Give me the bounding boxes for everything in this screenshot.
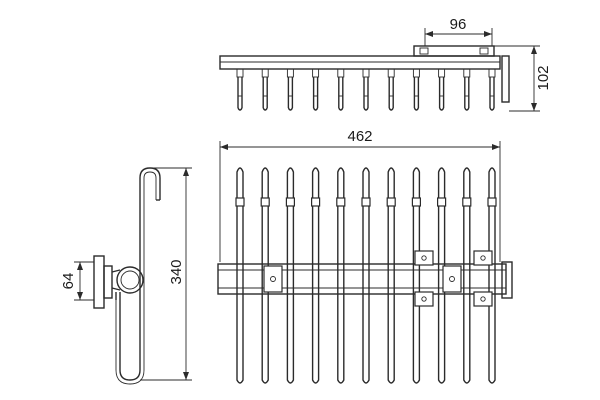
- top-slide-block: [413, 45, 495, 57]
- top-pin: [488, 68, 496, 111]
- top-pin: [261, 68, 269, 111]
- front-rod: [487, 167, 497, 384]
- front-rail: [217, 263, 507, 295]
- top-pin: [362, 68, 370, 111]
- top-view: 96 102: [219, 16, 552, 112]
- top-bracket: [501, 55, 510, 103]
- front-rod: [235, 167, 245, 384]
- top-pin: [463, 68, 471, 111]
- dim-340-label: 340: [168, 259, 185, 284]
- front-rod: [285, 167, 295, 384]
- top-pins: [236, 68, 496, 111]
- front-rod: [336, 167, 346, 384]
- dim-96: 96: [424, 16, 493, 46]
- side-hook-rod: [119, 167, 161, 381]
- dim-64: 64: [60, 261, 94, 301]
- top-rail: [219, 55, 501, 70]
- slide-bracket-2: [473, 250, 493, 307]
- top-pin: [286, 68, 294, 111]
- side-view: 64 340: [60, 167, 192, 385]
- dim-340: 340: [140, 167, 192, 381]
- front-rod: [462, 167, 472, 384]
- top-pin: [412, 68, 420, 111]
- front-rod: [411, 167, 421, 384]
- top-pin: [337, 68, 345, 111]
- front-end-cap: [501, 261, 513, 299]
- slide-bracket-1: [414, 250, 434, 307]
- mounting-plate-mid: [442, 265, 462, 293]
- front-rods: [235, 167, 497, 384]
- front-rod: [260, 167, 270, 384]
- dim-102: 102: [494, 45, 552, 112]
- mounting-plate-left: [263, 265, 283, 293]
- top-pin: [312, 68, 320, 111]
- front-rod: [311, 167, 321, 384]
- side-clamp-ring: [116, 266, 144, 294]
- dim-462: 462: [219, 128, 501, 262]
- dim-102-label: 102: [535, 65, 552, 90]
- side-wall-plate: [93, 255, 105, 309]
- front-rod: [437, 167, 447, 384]
- top-pin: [438, 68, 446, 111]
- top-pin: [236, 68, 244, 111]
- front-view: 462: [217, 128, 513, 384]
- dim-64-label: 64: [60, 273, 77, 290]
- dim-462-label: 462: [347, 128, 372, 145]
- top-pin: [387, 68, 395, 111]
- front-rod: [361, 167, 371, 384]
- front-rod: [386, 167, 396, 384]
- dim-96-label: 96: [450, 16, 467, 33]
